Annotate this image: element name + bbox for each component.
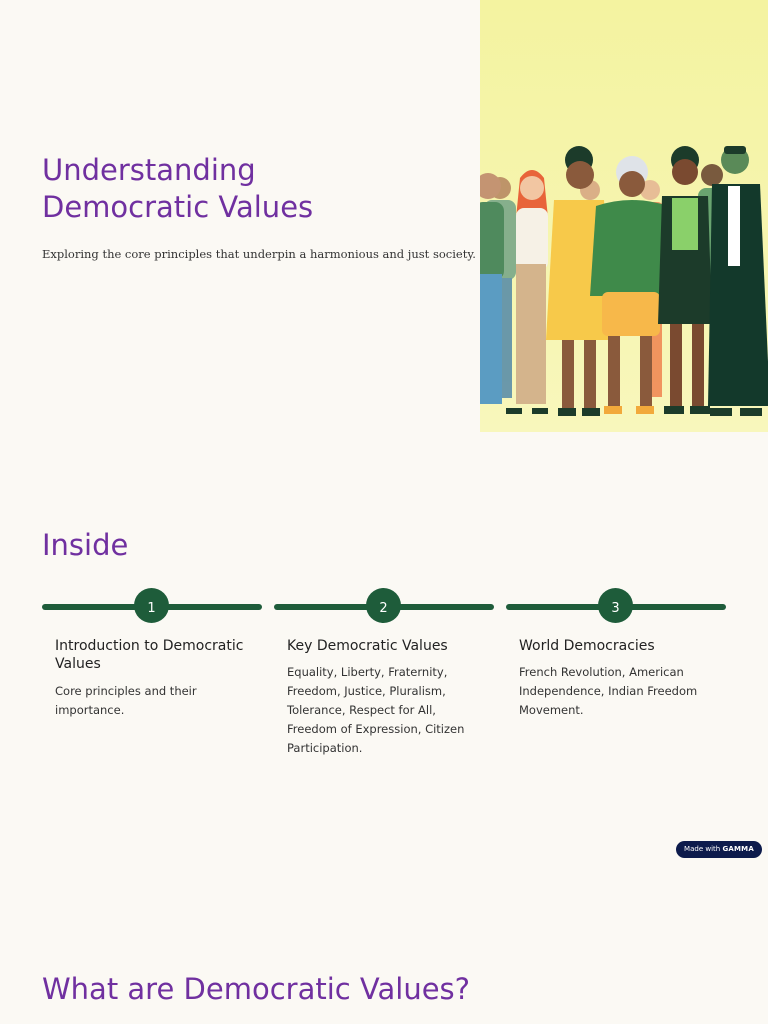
title-line-2: Democratic Values (42, 190, 314, 224)
step-2-heading: Key Democratic Values (287, 638, 448, 654)
inside-title: Inside (42, 528, 129, 562)
agenda-step-3: 3 World Democracies French Revolution, A… (506, 588, 726, 768)
gamma-logo: GAMMA (722, 845, 754, 853)
step-1-heading: Introduction to Democratic Values (55, 638, 244, 672)
section-title: What are Democratic Values? (42, 972, 471, 1006)
step-3-description: French Revolution, American Independence… (519, 665, 698, 717)
made-with-gamma-badge[interactable]: Made with GAMMA (676, 841, 762, 858)
page-title: Understanding Democratic Values (42, 152, 442, 226)
step-2-number: 2 (366, 588, 401, 623)
step-3-heading: World Democracies (519, 638, 655, 654)
badge-prefix: Made with (684, 845, 721, 853)
step-2-description: Equality, Liberty, Fraternity, Freedom, … (287, 665, 465, 755)
agenda-step-2: 2 Key Democratic Values Equality, Libert… (274, 588, 494, 768)
step-1-description: Core principles and their importance. (55, 684, 197, 717)
step-3-number: 3 (598, 588, 633, 623)
step-1-number: 1 (134, 588, 169, 623)
page-subtitle: Exploring the core principles that under… (42, 247, 476, 261)
hero-illustration (480, 0, 768, 432)
title-line-1: Understanding (42, 153, 256, 187)
agenda-step-1: 1 Introduction to Democratic Values Core… (42, 588, 262, 768)
